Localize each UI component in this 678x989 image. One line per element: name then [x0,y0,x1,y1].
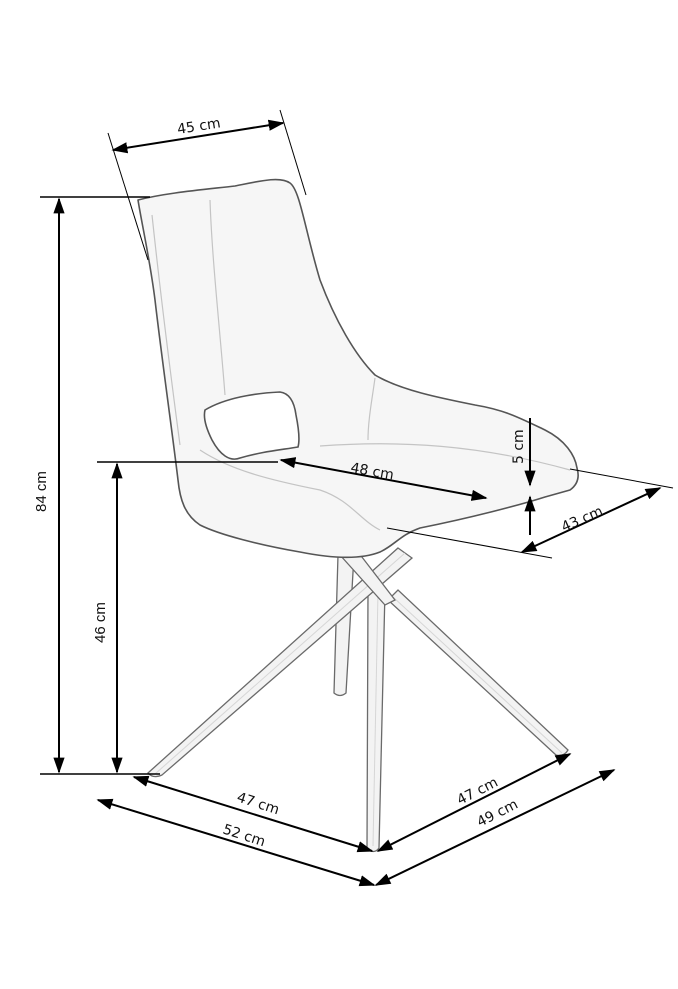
label-seat-width: 43 cm [559,503,605,535]
label-seat-height: 46 cm [92,602,109,643]
backrest-inner-edge [151,214,181,446]
dimension-overall-depth: 52 cm [96,798,376,887]
leg-right [387,589,569,757]
chair-body [137,178,579,559]
chair-shell [137,178,579,559]
dimension-leg-span-right: 47 cm [376,753,572,852]
seat-side-seam [367,377,376,441]
label-total-height: 84 cm [33,471,50,512]
label-leg-span-right: 47 cm [455,775,501,809]
label-leg-span-left: 47 cm [235,790,281,819]
backrest-seam [209,199,226,396]
seat-front-seam [319,443,571,471]
dimension-seat-height: 46 cm [92,461,278,774]
chair-legs [147,547,569,853]
label-seat-depth: 48 cm [349,460,395,483]
label-seat-thickness: 5 cm [511,429,527,464]
label-backrest-width: 45 cm [176,115,222,138]
handle-cutout [203,391,300,460]
leg-front [366,589,386,853]
leg-back-left [333,554,355,697]
dimension-seat-depth: 48 cm [279,457,488,501]
dimension-total-height: 84 cm [33,196,160,775]
